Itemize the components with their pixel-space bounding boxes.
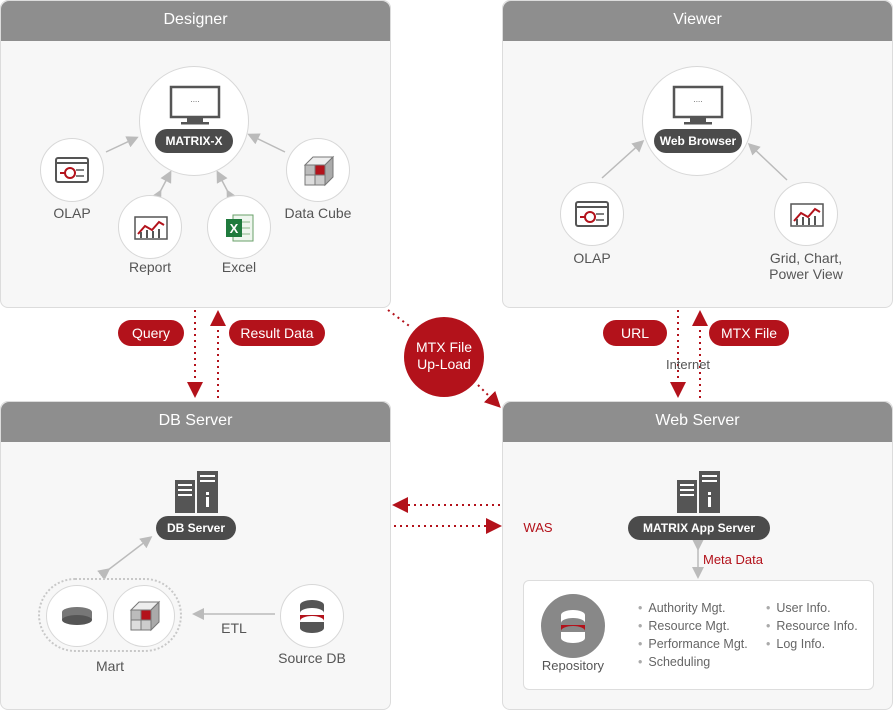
mart-label: Mart bbox=[96, 658, 124, 674]
url-tag: URL bbox=[603, 320, 667, 346]
report-label: Report bbox=[128, 259, 172, 275]
olap-label: OLAP bbox=[53, 205, 91, 221]
data-cube-icon bbox=[303, 155, 335, 187]
query-tag: Query bbox=[118, 320, 184, 346]
grid-chart-label: Grid, Chart, Power View bbox=[756, 250, 856, 282]
data-cube-node bbox=[286, 138, 350, 202]
viewer-olap-node bbox=[560, 182, 624, 246]
olap-icon bbox=[55, 157, 89, 183]
db-server-pill: DB Server bbox=[156, 516, 236, 540]
web-browser-node: .... bbox=[642, 66, 752, 176]
mtx-upload-line1: MTX File bbox=[416, 339, 472, 355]
list-item: Log Info. bbox=[766, 635, 858, 653]
svg-text:X: X bbox=[230, 221, 239, 236]
data-cube-label: Data Cube bbox=[284, 205, 352, 221]
web-server-title: Web Server bbox=[503, 402, 892, 442]
list-item: Authority Mgt. bbox=[638, 599, 748, 617]
svg-text:....: .... bbox=[694, 95, 703, 104]
mart-group bbox=[38, 578, 182, 652]
repository-list-left: Authority Mgt. Resource Mgt. Performance… bbox=[638, 599, 748, 671]
list-item: Scheduling bbox=[638, 653, 748, 671]
svg-text:....: .... bbox=[191, 95, 200, 104]
viewer-title: Viewer bbox=[503, 1, 892, 41]
internet-label: Internet bbox=[665, 357, 711, 372]
db-server-panel: DB Server bbox=[0, 401, 391, 710]
repository-label: Repository bbox=[541, 658, 605, 673]
viewer-olap-label: OLAP bbox=[573, 250, 611, 266]
server-icon bbox=[677, 471, 720, 513]
data-cube-icon bbox=[129, 600, 161, 632]
matrix-x-node: .... bbox=[139, 66, 249, 176]
source-db-label: Source DB bbox=[278, 650, 346, 666]
mart-cube-node bbox=[113, 585, 175, 647]
meta-data-label: Meta Data bbox=[703, 552, 763, 567]
matrix-x-pill: MATRIX-X bbox=[155, 129, 233, 153]
excel-icon: X bbox=[226, 214, 254, 242]
monitor-icon: .... bbox=[672, 85, 724, 125]
repository-node bbox=[541, 594, 605, 658]
db-server-title: DB Server bbox=[1, 402, 390, 442]
mtx-file-tag: MTX File bbox=[709, 320, 789, 346]
grid-chart-label-line1: Grid, Chart, bbox=[769, 250, 843, 266]
repository-list-right: User Info. Resource Info. Log Info. bbox=[766, 599, 858, 653]
chart-icon bbox=[790, 203, 824, 227]
olap-node bbox=[40, 138, 104, 202]
database-icon bbox=[62, 607, 92, 625]
mtx-upload-line2: Up-Load bbox=[417, 356, 471, 372]
list-item: User Info. bbox=[766, 599, 858, 617]
report-node bbox=[118, 195, 182, 259]
database-icon bbox=[561, 610, 585, 643]
excel-label: Excel bbox=[221, 259, 257, 275]
olap-icon bbox=[575, 201, 609, 227]
report-chart-icon bbox=[134, 216, 168, 240]
monitor-icon: .... bbox=[169, 85, 221, 125]
mtx-upload-badge: MTX File Up-Load bbox=[404, 317, 484, 397]
web-browser-pill: Web Browser bbox=[654, 129, 742, 153]
etl-label: ETL bbox=[221, 620, 247, 636]
database-icon bbox=[300, 600, 324, 633]
list-item: Performance Mgt. bbox=[638, 635, 747, 653]
matrix-app-server-pill: MATRIX App Server bbox=[628, 516, 770, 540]
excel-node: X bbox=[207, 195, 271, 259]
grid-chart-node bbox=[774, 182, 838, 246]
result-data-tag: Result Data bbox=[229, 320, 325, 346]
list-item: Resource Info. bbox=[766, 617, 857, 635]
list-item: Resource Mgt. bbox=[638, 617, 748, 635]
server-icon bbox=[175, 471, 218, 513]
was-label: WAS bbox=[523, 520, 553, 535]
designer-title: Designer bbox=[1, 1, 390, 41]
source-db-node bbox=[280, 584, 344, 648]
mart-db-node bbox=[46, 585, 108, 647]
grid-chart-label-line2: Power View bbox=[769, 266, 843, 282]
